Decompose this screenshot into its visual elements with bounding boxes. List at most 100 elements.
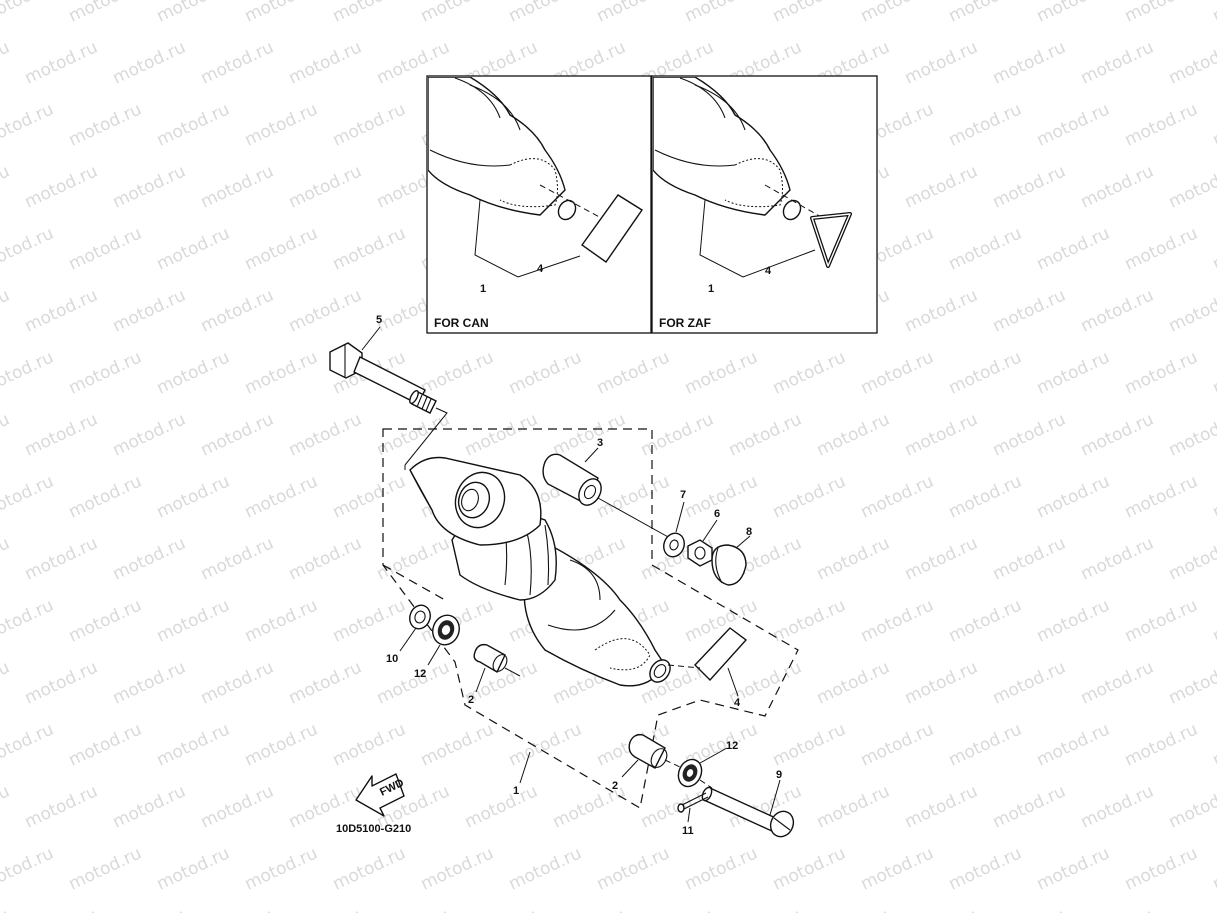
watermark-text: motod.ru	[330, 223, 409, 274]
inset-zaf-callout-4: 4	[765, 265, 772, 277]
watermark-text: motod.ru	[242, 471, 321, 522]
watermark-text: motod.ru	[682, 471, 761, 522]
watermark-text: motod.ru	[902, 905, 981, 913]
watermark-text: motod.ru	[198, 657, 277, 708]
watermark-text: motod.ru	[594, 843, 673, 894]
watermark-text: motod.ru	[286, 533, 365, 584]
watermark-text: motod.ru	[1078, 161, 1157, 212]
watermark-text: motod.ru	[66, 0, 145, 27]
watermark-text: motod.ru	[286, 657, 365, 708]
watermark-text: motod.ru	[22, 161, 101, 212]
watermark-text: motod.ru	[858, 0, 937, 27]
watermark-text: motod.ru	[550, 409, 629, 460]
watermark-text: motod.ru	[1078, 905, 1157, 913]
watermark-text: motod.ru	[1122, 719, 1201, 770]
watermark-text: motod.ru	[330, 471, 409, 522]
watermark-text: motod.ru	[1122, 843, 1201, 894]
part-4-label	[667, 627, 748, 682]
watermark-text: motod.ru	[66, 843, 145, 894]
watermark-text: motod.ru	[990, 905, 1069, 913]
watermark-text: motod.ru	[1034, 0, 1113, 27]
watermark-text: motod.ru	[1166, 37, 1217, 88]
watermark-text: motod.ru	[1034, 471, 1113, 522]
watermark-text: motod.ru	[726, 905, 805, 913]
watermark-text: motod.ru	[286, 37, 365, 88]
callout-7: 7	[680, 489, 686, 501]
watermark-text: motod.ru	[418, 0, 497, 27]
part-1-shock-absorber	[409, 456, 671, 687]
watermark-text: motod.ru	[682, 0, 761, 27]
watermark-text: motod.ru	[0, 347, 57, 398]
watermark-text: motod.ru	[1210, 595, 1217, 646]
watermark-text: motod.ru	[286, 161, 365, 212]
watermark-text: motod.ru	[198, 37, 277, 88]
watermark-text: motod.ru	[374, 905, 453, 913]
watermark-text: motod.ru	[330, 595, 409, 646]
watermark-text: motod.ru	[1034, 223, 1113, 274]
watermark-text: motod.ru	[110, 285, 189, 336]
watermark-text: motod.ru	[1210, 347, 1217, 398]
watermark-text: motod.ru	[1210, 471, 1217, 522]
watermark-text: motod.ru	[1122, 99, 1201, 150]
watermark-text: motod.ru	[506, 0, 585, 27]
watermark-text: motod.ru	[1034, 843, 1113, 894]
watermark-text: motod.ru	[902, 657, 981, 708]
fwd-arrow-icon: FWD	[355, 773, 406, 817]
part-12-seal-right	[677, 758, 703, 788]
watermark-text: motod.ru	[66, 347, 145, 398]
watermark-text: motod.ru	[1166, 409, 1217, 460]
watermark-text: motod.ru	[990, 533, 1069, 584]
callout-2-left: 2	[468, 694, 474, 706]
watermark-text: motod.ru	[374, 533, 453, 584]
watermark-text: motod.ru	[0, 285, 13, 336]
watermark-text: motod.ru	[946, 471, 1025, 522]
watermark-text: motod.ru	[330, 719, 409, 770]
watermark-text: motod.ru	[1210, 0, 1217, 27]
watermark-text: motod.ru	[22, 657, 101, 708]
watermark-text: motod.ru	[330, 0, 409, 27]
watermark-text: motod.ru	[0, 843, 57, 894]
watermark-text: motod.ru	[858, 471, 937, 522]
watermark-text: motod.ru	[22, 37, 101, 88]
watermark-text: motod.ru	[1166, 533, 1217, 584]
watermark-text: motod.ru	[902, 781, 981, 832]
watermark-text: motod.ru	[594, 0, 673, 27]
watermark-text: motod.ru	[462, 905, 541, 913]
watermark-text: motod.ru	[22, 781, 101, 832]
watermark-text: motod.ru	[198, 409, 277, 460]
watermark-text: motod.ru	[286, 905, 365, 913]
watermark-text: motod.ru	[1210, 843, 1217, 894]
watermark-text: motod.ru	[0, 781, 13, 832]
watermark-text: motod.ru	[66, 223, 145, 274]
callout-10: 10	[386, 653, 398, 665]
watermark-text: motod.ru	[374, 657, 453, 708]
watermark-text: motod.ru	[990, 161, 1069, 212]
watermark-text: motod.ru	[66, 471, 145, 522]
watermark-text: motod.ru	[66, 595, 145, 646]
watermark-text: motod.ru	[1122, 347, 1201, 398]
callout-5: 5	[376, 314, 382, 326]
watermark-text: motod.ru	[1034, 347, 1113, 398]
watermark-text: motod.ru	[1122, 471, 1201, 522]
watermark-text: motod.ru	[902, 37, 981, 88]
watermark-text: motod.ru	[682, 347, 761, 398]
watermark-text: motod.ru	[638, 409, 717, 460]
watermark-text: motod.ru	[1122, 223, 1201, 274]
watermark-text: motod.ru	[242, 223, 321, 274]
watermark-text: motod.ru	[990, 37, 1069, 88]
watermark-text: motod.ru	[154, 99, 233, 150]
watermark-text: motod.ru	[814, 657, 893, 708]
watermark-text: motod.ru	[110, 533, 189, 584]
inset-for-can: 1 4 FOR CAN	[426, 75, 652, 334]
watermark-text: motod.ru	[0, 719, 57, 770]
watermark-text: motod.ru	[154, 471, 233, 522]
inset-zaf-label: FOR ZAF	[659, 316, 711, 330]
watermark-text: motod.ru	[1166, 781, 1217, 832]
watermark-text: motod.ru	[0, 471, 57, 522]
watermark-text: motod.ru	[66, 719, 145, 770]
watermark-text: motod.ru	[770, 0, 849, 27]
callout-8: 8	[746, 526, 752, 538]
watermark-text: motod.ru	[242, 347, 321, 398]
inset-can-callout-4: 4	[537, 263, 544, 275]
